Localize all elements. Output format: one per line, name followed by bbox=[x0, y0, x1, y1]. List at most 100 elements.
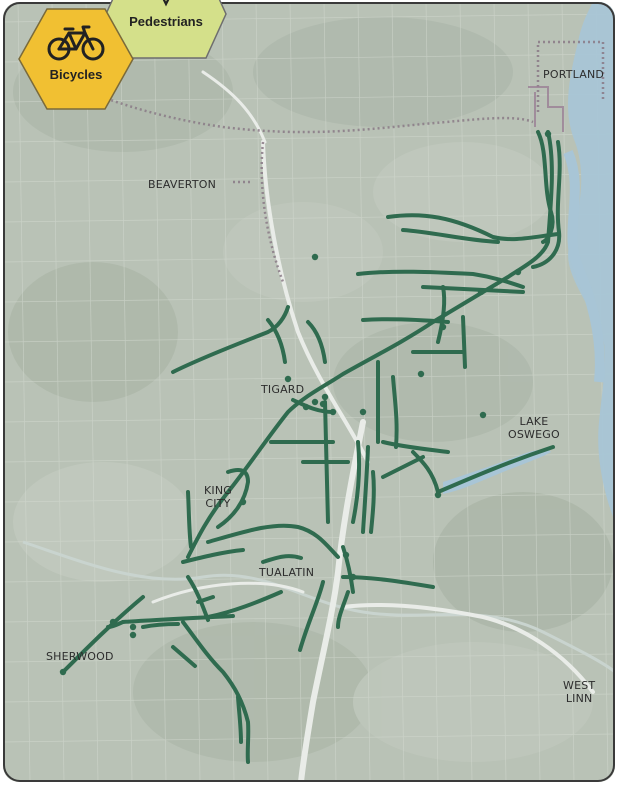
trail-node bbox=[129, 631, 137, 639]
street-line bbox=[3, 693, 615, 703]
street-line bbox=[255, 2, 269, 782]
trail-node bbox=[417, 370, 425, 378]
street-line bbox=[3, 453, 615, 463]
bicycles-badge[interactable]: Bicycles bbox=[17, 7, 135, 111]
trail-segment bbox=[121, 614, 235, 624]
trail-segment bbox=[181, 548, 245, 564]
city-label-lake-oswego-line1: LAKE bbox=[519, 415, 549, 428]
trail-node bbox=[59, 668, 67, 676]
pedestrian-icon bbox=[162, 0, 170, 7]
street-line bbox=[493, 2, 507, 782]
trail-node bbox=[311, 398, 319, 406]
bicycles-hexagon bbox=[18, 8, 134, 110]
trail-segment bbox=[171, 305, 290, 374]
street-line bbox=[119, 2, 133, 782]
pedestrians-badge[interactable]: Pedestrians bbox=[104, 0, 228, 60]
street-line bbox=[3, 533, 615, 543]
city-label-tualatin: TUALATIN bbox=[259, 566, 315, 579]
oswego-lake bbox=[443, 449, 551, 494]
trail-segment bbox=[386, 213, 560, 242]
trail-segment bbox=[351, 440, 362, 524]
trail-node bbox=[479, 411, 487, 419]
street-line bbox=[3, 133, 615, 143]
trail-segment bbox=[336, 590, 350, 629]
trail-segment bbox=[306, 320, 327, 364]
pedestrians-label: Pedestrians bbox=[129, 14, 203, 29]
street-line bbox=[187, 2, 201, 782]
trail-segment bbox=[401, 228, 500, 244]
street-line bbox=[51, 2, 65, 782]
street-line bbox=[85, 2, 99, 782]
trail-node bbox=[477, 288, 485, 296]
street-line bbox=[3, 213, 615, 223]
trail-node bbox=[514, 268, 522, 276]
trail-node bbox=[321, 393, 329, 401]
map-canvas[interactable] bbox=[3, 2, 615, 782]
city-label-king-city-line2: CITY bbox=[205, 497, 231, 510]
trail-segment bbox=[266, 318, 287, 364]
bicycle-icon bbox=[47, 25, 105, 61]
willamette-river bbox=[567, 2, 615, 782]
trail-node bbox=[302, 403, 310, 411]
trail-segment bbox=[421, 285, 525, 294]
street-line bbox=[3, 253, 615, 263]
trail-segment bbox=[186, 490, 193, 549]
street-line bbox=[3, 333, 615, 343]
trail-node bbox=[311, 253, 319, 261]
trail-node bbox=[239, 498, 247, 506]
trail-segment bbox=[356, 269, 525, 289]
street-line bbox=[3, 653, 615, 663]
trail-node bbox=[109, 618, 117, 626]
highways bbox=[151, 70, 595, 782]
city-label-lake-oswego-line2: OSWEGO bbox=[508, 428, 560, 441]
tualatin-river bbox=[22, 540, 615, 674]
trail-node bbox=[284, 375, 292, 383]
trail-segment bbox=[381, 440, 450, 454]
trail-segment bbox=[381, 455, 425, 479]
trail-segment bbox=[196, 595, 215, 604]
city-label-king-city-line1: KING bbox=[204, 484, 233, 497]
portland-core bbox=[528, 86, 564, 132]
street-line bbox=[3, 573, 615, 583]
trail-node bbox=[359, 408, 367, 416]
street-line bbox=[221, 2, 235, 782]
city-label-west-linn: WEST LINN bbox=[563, 679, 595, 705]
trail-segment bbox=[236, 695, 243, 744]
street-line bbox=[459, 2, 473, 782]
trail-segment bbox=[181, 620, 251, 764]
trail-segment bbox=[106, 620, 125, 629]
trail-node bbox=[544, 130, 552, 138]
street-line bbox=[391, 2, 405, 782]
trail-segment bbox=[298, 580, 325, 652]
trail-segment bbox=[216, 468, 250, 529]
street-line bbox=[3, 373, 615, 383]
river-channel bbox=[563, 150, 605, 383]
trail-segment bbox=[461, 315, 467, 369]
trail-node bbox=[319, 400, 327, 408]
trail-segment bbox=[531, 140, 562, 269]
street-line bbox=[357, 2, 371, 782]
bicycles-label: Bicycles bbox=[49, 67, 103, 82]
trail-segment bbox=[391, 375, 399, 449]
city-label-lake-oswego: LAKE OSWEGO bbox=[508, 415, 560, 441]
street-line bbox=[3, 493, 615, 503]
boundary-lines bbox=[32, 40, 605, 283]
city-label-portland: PORTLAND bbox=[543, 68, 605, 81]
map-frame[interactable]: PORTLAND BEAVERTON TIGARD LAKE OSWEGO KI… bbox=[3, 2, 615, 782]
trail-segment bbox=[171, 645, 197, 668]
city-label-beaverton: BEAVERTON bbox=[148, 178, 217, 191]
trail-segment bbox=[206, 523, 340, 559]
city-label-west-linn-line2: LINN bbox=[565, 692, 593, 705]
city-label-west-linn-line1: WEST bbox=[563, 679, 596, 692]
street-line bbox=[425, 2, 439, 782]
trail-segment bbox=[341, 545, 355, 594]
map-border bbox=[3, 2, 615, 782]
street-line bbox=[3, 293, 615, 303]
trail-node bbox=[329, 408, 337, 416]
trail-segment bbox=[411, 450, 440, 494]
trail-node bbox=[439, 323, 447, 331]
city-label-king-city: KING CITY bbox=[204, 484, 232, 510]
trail-segment bbox=[361, 445, 370, 534]
trail-segment bbox=[61, 595, 145, 674]
street-line bbox=[527, 2, 541, 782]
